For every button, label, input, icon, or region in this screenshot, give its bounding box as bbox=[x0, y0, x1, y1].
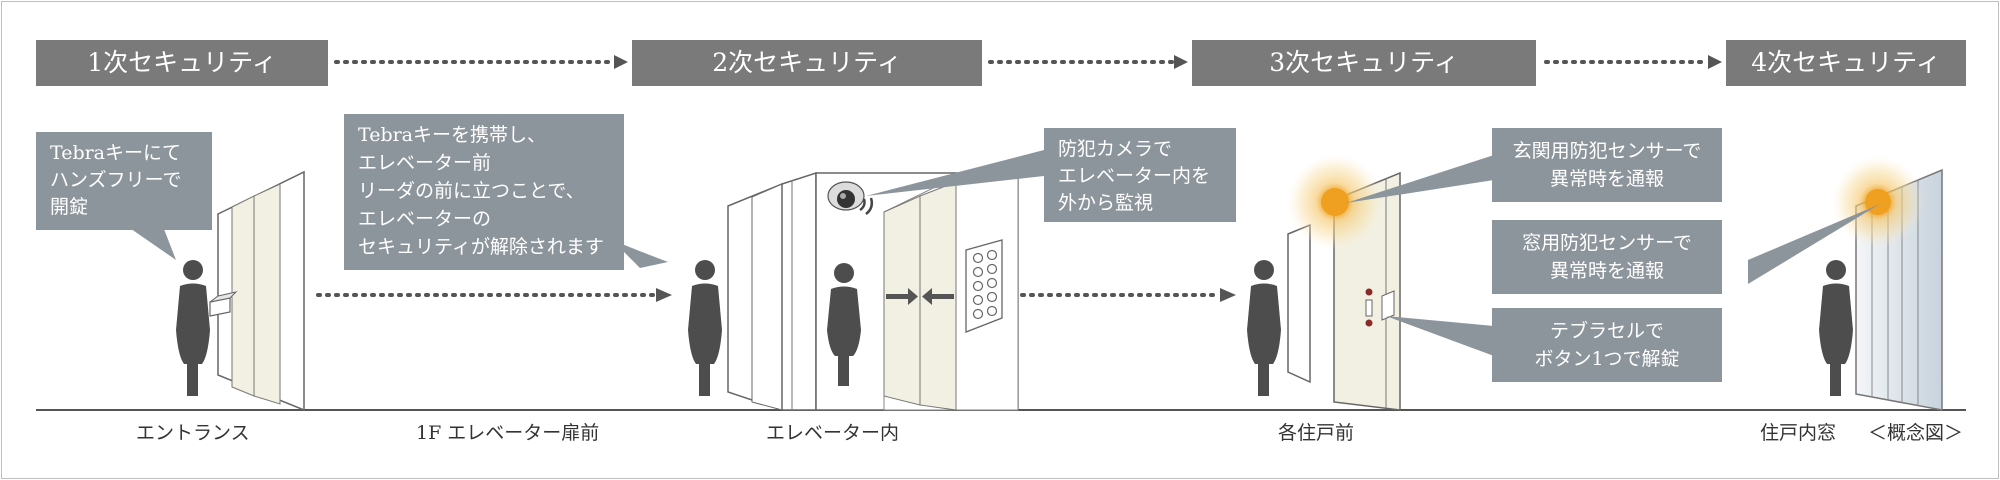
callout-pointer-window-sensor bbox=[1748, 204, 1880, 284]
callout-line: エレベーター前 bbox=[358, 152, 492, 174]
callout-camera: 防犯カメラで エレベーター内を 外から監視 bbox=[1044, 128, 1236, 222]
person-icon-elevator-hall bbox=[688, 260, 722, 396]
callout-line: テブラセルで bbox=[1549, 320, 1664, 342]
stage-label-4: 4次セキュリティ bbox=[1726, 40, 1966, 86]
callout-pointer-tebra-cell bbox=[1386, 316, 1494, 356]
callout-line: セキュリティが解除されます bbox=[358, 236, 604, 258]
concept-note: ＜概念図＞ bbox=[1868, 422, 1964, 444]
stage-label-3: 3次セキュリティ bbox=[1192, 40, 1536, 86]
header-arrow-2 bbox=[988, 55, 1188, 69]
callout-line: エレベーター内を bbox=[1058, 165, 1211, 187]
unit-door-handle bbox=[1365, 288, 1395, 327]
person-icon-unit-window bbox=[1819, 260, 1853, 396]
callout-pointer-camera bbox=[866, 150, 1044, 196]
stage-label-2: 2次セキュリティ bbox=[632, 40, 982, 86]
window-alarm-glow-icon bbox=[1832, 156, 1924, 248]
elevator-button-panel bbox=[965, 239, 1003, 333]
elevator-close-arrows-icon bbox=[886, 288, 954, 305]
entrance-door bbox=[217, 170, 305, 412]
person-icon-elevator-inside bbox=[827, 263, 861, 386]
location-label-entrance: エントランス bbox=[136, 422, 250, 444]
callout-window-sensor: 窓用防犯センサーで 異常時を通報 bbox=[1492, 220, 1722, 294]
entrance-reader bbox=[209, 291, 238, 317]
security-camera-icon bbox=[827, 181, 874, 215]
callout-line: 外から監視 bbox=[1058, 192, 1154, 214]
callout-line: リーダの前に立つことで、 bbox=[358, 180, 585, 202]
header-arrow-1 bbox=[334, 55, 628, 69]
person-icon-entrance bbox=[176, 260, 210, 396]
callout-line: 異常時を通報 bbox=[1549, 260, 1664, 282]
header-arrow-3 bbox=[1544, 55, 1722, 69]
elevator-hall-doors bbox=[727, 171, 817, 412]
callout-elevator-front: Tebraキーを携帯し、 エレベーター前 リーダの前に立つことで、 エレベーター… bbox=[344, 114, 624, 270]
callout-line: エレベーターの bbox=[358, 208, 492, 230]
callout-line: 防犯カメラで bbox=[1058, 138, 1173, 160]
callout-pointer-door-sensor bbox=[1346, 155, 1494, 203]
callout-line: Tebraキーを携帯し、 bbox=[358, 124, 547, 146]
callout-tebra-cell: テブラセルで ボタン1つで解錠 bbox=[1492, 308, 1722, 382]
callout-door-sensor: 玄関用防犯センサーで 異常時を通報 bbox=[1492, 128, 1722, 202]
location-label-unit-door: 各住戸前 bbox=[1278, 422, 1355, 444]
person-icon-unit-door bbox=[1247, 260, 1281, 396]
location-label-elevator-inside: エレベーター内 bbox=[766, 422, 900, 444]
callout-line: ボタン1つで解錠 bbox=[1534, 348, 1680, 370]
callout-line: Tebraキーにて bbox=[50, 142, 182, 164]
callout-entrance-key: Tebraキーにて ハンズフリーで 開錠 bbox=[36, 132, 212, 230]
callout-pointer-entrance bbox=[124, 224, 176, 260]
callout-line: 玄関用防犯センサーで bbox=[1512, 140, 1702, 162]
callout-line: 窓用防犯センサーで bbox=[1522, 232, 1692, 254]
door-alarm-glow-icon bbox=[1287, 154, 1383, 250]
callout-line: 異常時を通報 bbox=[1549, 168, 1664, 190]
flow-arrow-2 bbox=[1020, 288, 1236, 302]
location-label-unit-window: 住戸内窓 bbox=[1760, 422, 1837, 444]
callout-line: ハンズフリーで bbox=[50, 169, 182, 191]
flow-arrow-1 bbox=[316, 288, 672, 302]
callout-line: 開錠 bbox=[50, 196, 89, 218]
location-label-elevator-hall: 1F エレベーター扉前 bbox=[416, 422, 600, 444]
stage-label-1: 1次セキュリティ bbox=[36, 40, 328, 86]
callout-pointer-elevator-front bbox=[612, 240, 668, 268]
